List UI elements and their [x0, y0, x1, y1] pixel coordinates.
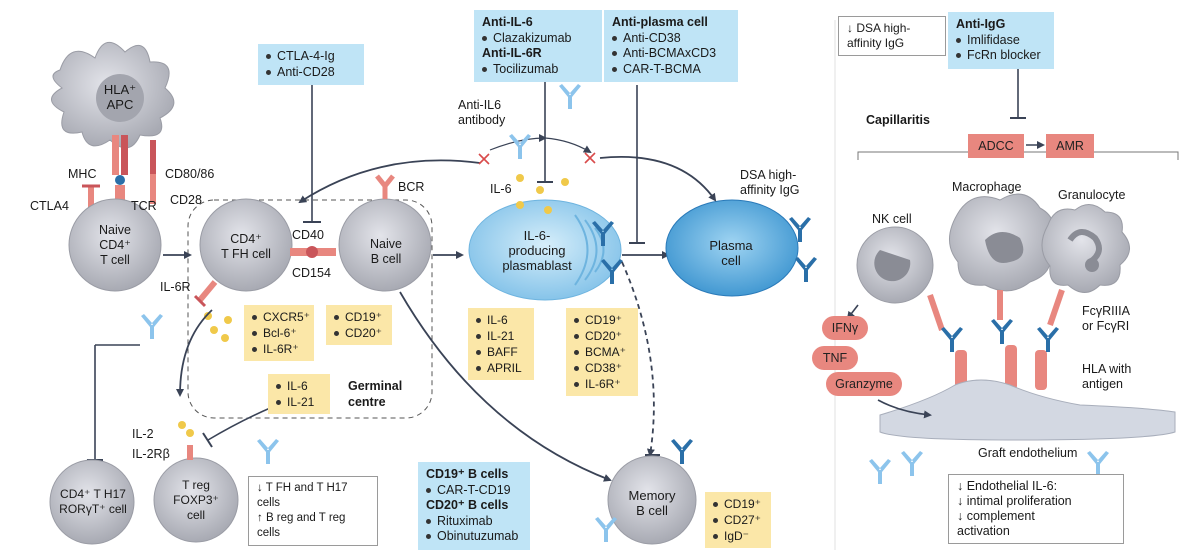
amr-pill: AMR [1046, 134, 1094, 158]
nk-cell [856, 226, 934, 304]
th17-cell [49, 459, 135, 545]
anti-plasma-box: Anti-plasma cell Anti-CD38 Anti-BCMAxCD3… [604, 10, 738, 82]
b-markers-box: CD19⁺ CD20⁺ [326, 305, 392, 345]
granulocyte-label: Granulocyte [1058, 188, 1126, 202]
granulocyte-cell [1041, 204, 1130, 293]
cd154-label: CD154 [292, 266, 331, 280]
tcr-label: TCR [131, 199, 157, 213]
il6-label: IL-6 [490, 182, 512, 196]
graft-endothelium-label: Graft endothelium [978, 446, 1078, 460]
ctla4-ig-box: CTLA-4-Ig Anti-CD28 [258, 44, 364, 85]
th17-effect-box: ↓ T FH and T H17 cells↑ B reg and T reg … [248, 476, 378, 546]
apc-label: HLA⁺APC [103, 82, 137, 112]
il2-label: IL-2 [132, 427, 154, 441]
cd28-label: CD28 [170, 193, 202, 207]
ctla4-label: CTLA4 [30, 199, 69, 213]
endothelial-effect-box: ↓ Endothelial IL-6: ↓ intimal proliferat… [948, 474, 1124, 544]
fc-receptor-complexes [927, 289, 1065, 390]
bcr-label: BCR [398, 180, 425, 194]
memory-b-cell [607, 455, 697, 545]
dsa-down-box: ↓ DSA high-affinity IgG [838, 16, 946, 56]
il6r-label: IL-6R [160, 280, 191, 294]
graft-endothelium [879, 379, 1176, 441]
b-cell-therapy-box: CD19⁺ B cells CAR-T-CD19 CD20⁺ B cells R… [418, 462, 530, 550]
cd4-tfh-cell [193, 198, 293, 308]
plasmablast-cell [468, 199, 622, 301]
macrophage-cell [949, 193, 1054, 292]
tcr-mhc-complex [82, 135, 156, 211]
plasmablast-cytokines-box: IL-6 IL-21 BAFF APRIL [468, 308, 534, 380]
plasmablast-markers-box: CD19⁺ CD20⁺ BCMA⁺ CD38⁺ IL-6R⁺ [566, 308, 638, 396]
macrophage-label: Macrophage [952, 180, 1022, 194]
cd40-cd154-link [290, 246, 336, 258]
cd4-tfh-label: CD4⁺T FH cell [221, 232, 271, 261]
tfh-markers-box: CXCR5⁺ Bcl-6⁺ IL-6R⁺ [244, 305, 314, 361]
plasma-cell [665, 199, 799, 297]
anti-igg-box: Anti-IgG Imlifidase FcRn blocker [948, 12, 1054, 69]
apc-cell [51, 42, 175, 149]
cd40-label: CD40 [292, 228, 324, 242]
naive-b-cell [338, 174, 432, 292]
tnf-pill: TNF [812, 346, 858, 370]
nk-cell-label: NK cell [872, 212, 912, 226]
cd80-label: CD80/86 [165, 167, 215, 181]
granzyme-pill: Granzyme [826, 372, 902, 396]
gc-cytokines-box: IL-6 IL-21 [268, 374, 330, 414]
capillaritis-label: Capillaritis [866, 113, 930, 127]
germinal-centre-outline [187, 199, 433, 419]
naive-cd4-t-cell [68, 198, 162, 292]
treg-cell [153, 445, 239, 543]
dsa-label: DSA high-affinity IgG [740, 168, 800, 197]
mhc-label: MHC [68, 167, 97, 181]
ifng-pill: IFNγ [822, 316, 868, 340]
il2rb-label: IL-2Rβ [132, 447, 170, 461]
adcc-pill: ADCC [968, 134, 1024, 158]
memory-markers-box: CD19⁺ CD27⁺ IgD⁻ [705, 492, 771, 548]
anti-il6-box: Anti-IL-6 Clazakizumab Anti-IL-6R Tocili… [474, 10, 602, 82]
